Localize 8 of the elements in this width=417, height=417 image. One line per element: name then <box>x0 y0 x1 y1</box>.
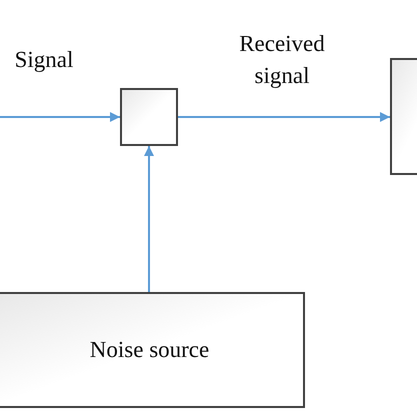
node-label: Noise source <box>90 336 210 364</box>
process-box <box>0 292 305 408</box>
arrow <box>178 112 390 122</box>
arrow <box>0 112 120 122</box>
empty-box <box>120 88 178 146</box>
edge-label: Received signal <box>238 30 326 90</box>
edge-label: Signal <box>14 46 74 74</box>
arrow <box>144 146 154 292</box>
